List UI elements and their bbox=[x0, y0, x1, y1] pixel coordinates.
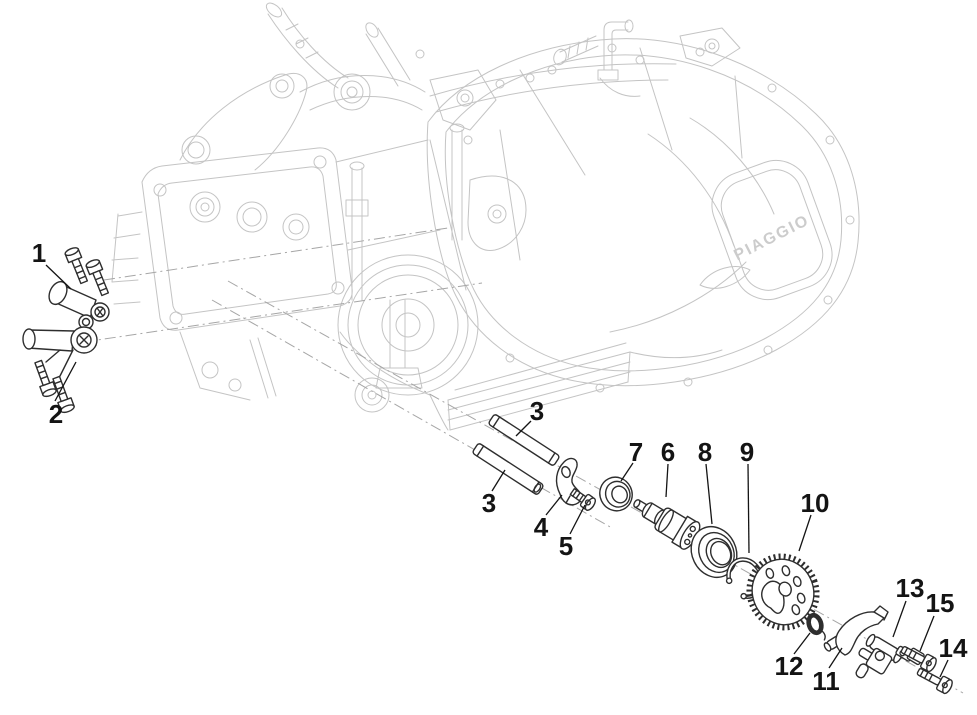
part-number-4: 4 bbox=[534, 512, 549, 542]
part-number-6: 6 bbox=[661, 437, 675, 467]
part-lever-assembly bbox=[855, 633, 925, 679]
center-axes bbox=[83, 227, 964, 694]
crankcase-art bbox=[337, 123, 723, 431]
leader-line-12 bbox=[793, 632, 811, 655]
rocker2-axis bbox=[83, 282, 483, 343]
part-socket-bolt-15 bbox=[900, 646, 937, 673]
part-number-2: 2 bbox=[49, 399, 63, 429]
leader-line-15 bbox=[919, 615, 935, 652]
intake-and-top-art bbox=[179, 2, 741, 171]
part-number-7: 7 bbox=[629, 437, 643, 467]
part-number-13: 13 bbox=[896, 573, 925, 603]
leader-line-3 bbox=[491, 469, 506, 492]
leader-line-6 bbox=[665, 463, 669, 498]
part-number-3: 3 bbox=[530, 396, 544, 426]
exploded-parts bbox=[22, 247, 953, 695]
cylinder-head-art bbox=[111, 139, 441, 401]
leader-line-9 bbox=[747, 463, 750, 554]
part-number-5: 5 bbox=[559, 531, 573, 561]
part-rocker-shaft-lower bbox=[472, 443, 544, 495]
leader-line-2 bbox=[54, 361, 77, 402]
part-number-12: 12 bbox=[775, 651, 804, 681]
leader-line-7 bbox=[620, 462, 634, 482]
part-rocker-shaft-upper bbox=[488, 414, 560, 466]
part-rocker-arm-lower bbox=[22, 326, 98, 414]
brand-emboss-text: PIAGGIO bbox=[731, 212, 812, 265]
part-bearing-large bbox=[690, 526, 738, 578]
part-number-11: 11 bbox=[812, 666, 840, 696]
part-number-3: 3 bbox=[482, 488, 496, 518]
leader-line-1 bbox=[45, 264, 72, 290]
leader-line-10 bbox=[798, 514, 812, 552]
part-o-ring bbox=[806, 612, 826, 641]
main-exploded-axis bbox=[227, 280, 964, 694]
leader-line-3 bbox=[515, 420, 532, 437]
leader-line-14 bbox=[939, 659, 949, 678]
leader-line-5 bbox=[569, 504, 586, 535]
leader-line-4 bbox=[545, 494, 563, 516]
part-number-9: 9 bbox=[740, 437, 754, 467]
part-screw-5 bbox=[569, 487, 597, 511]
part-number-1: 1 bbox=[32, 238, 46, 268]
leader-line-8 bbox=[705, 463, 713, 525]
part-socket-bolt-14 bbox=[916, 668, 953, 695]
part-bearing-small bbox=[599, 476, 633, 512]
part-rocker-arm-upper bbox=[48, 247, 110, 330]
part-number-14: 14 bbox=[939, 633, 968, 663]
part-number-15: 15 bbox=[926, 588, 955, 618]
part-number-10: 10 bbox=[801, 488, 830, 518]
secondary-exploded-axis bbox=[211, 299, 613, 529]
transmission-cover-art: PIAGGIO bbox=[426, 38, 860, 393]
rocker1-axis bbox=[103, 227, 449, 281]
part-crescent-lever bbox=[823, 605, 889, 670]
leader-line-13 bbox=[892, 600, 907, 638]
part-number-8: 8 bbox=[698, 437, 712, 467]
engine-line-art: PIAGGIO bbox=[111, 2, 860, 431]
leader-line-11 bbox=[828, 647, 843, 669]
part-timing-sprocket bbox=[746, 553, 820, 631]
